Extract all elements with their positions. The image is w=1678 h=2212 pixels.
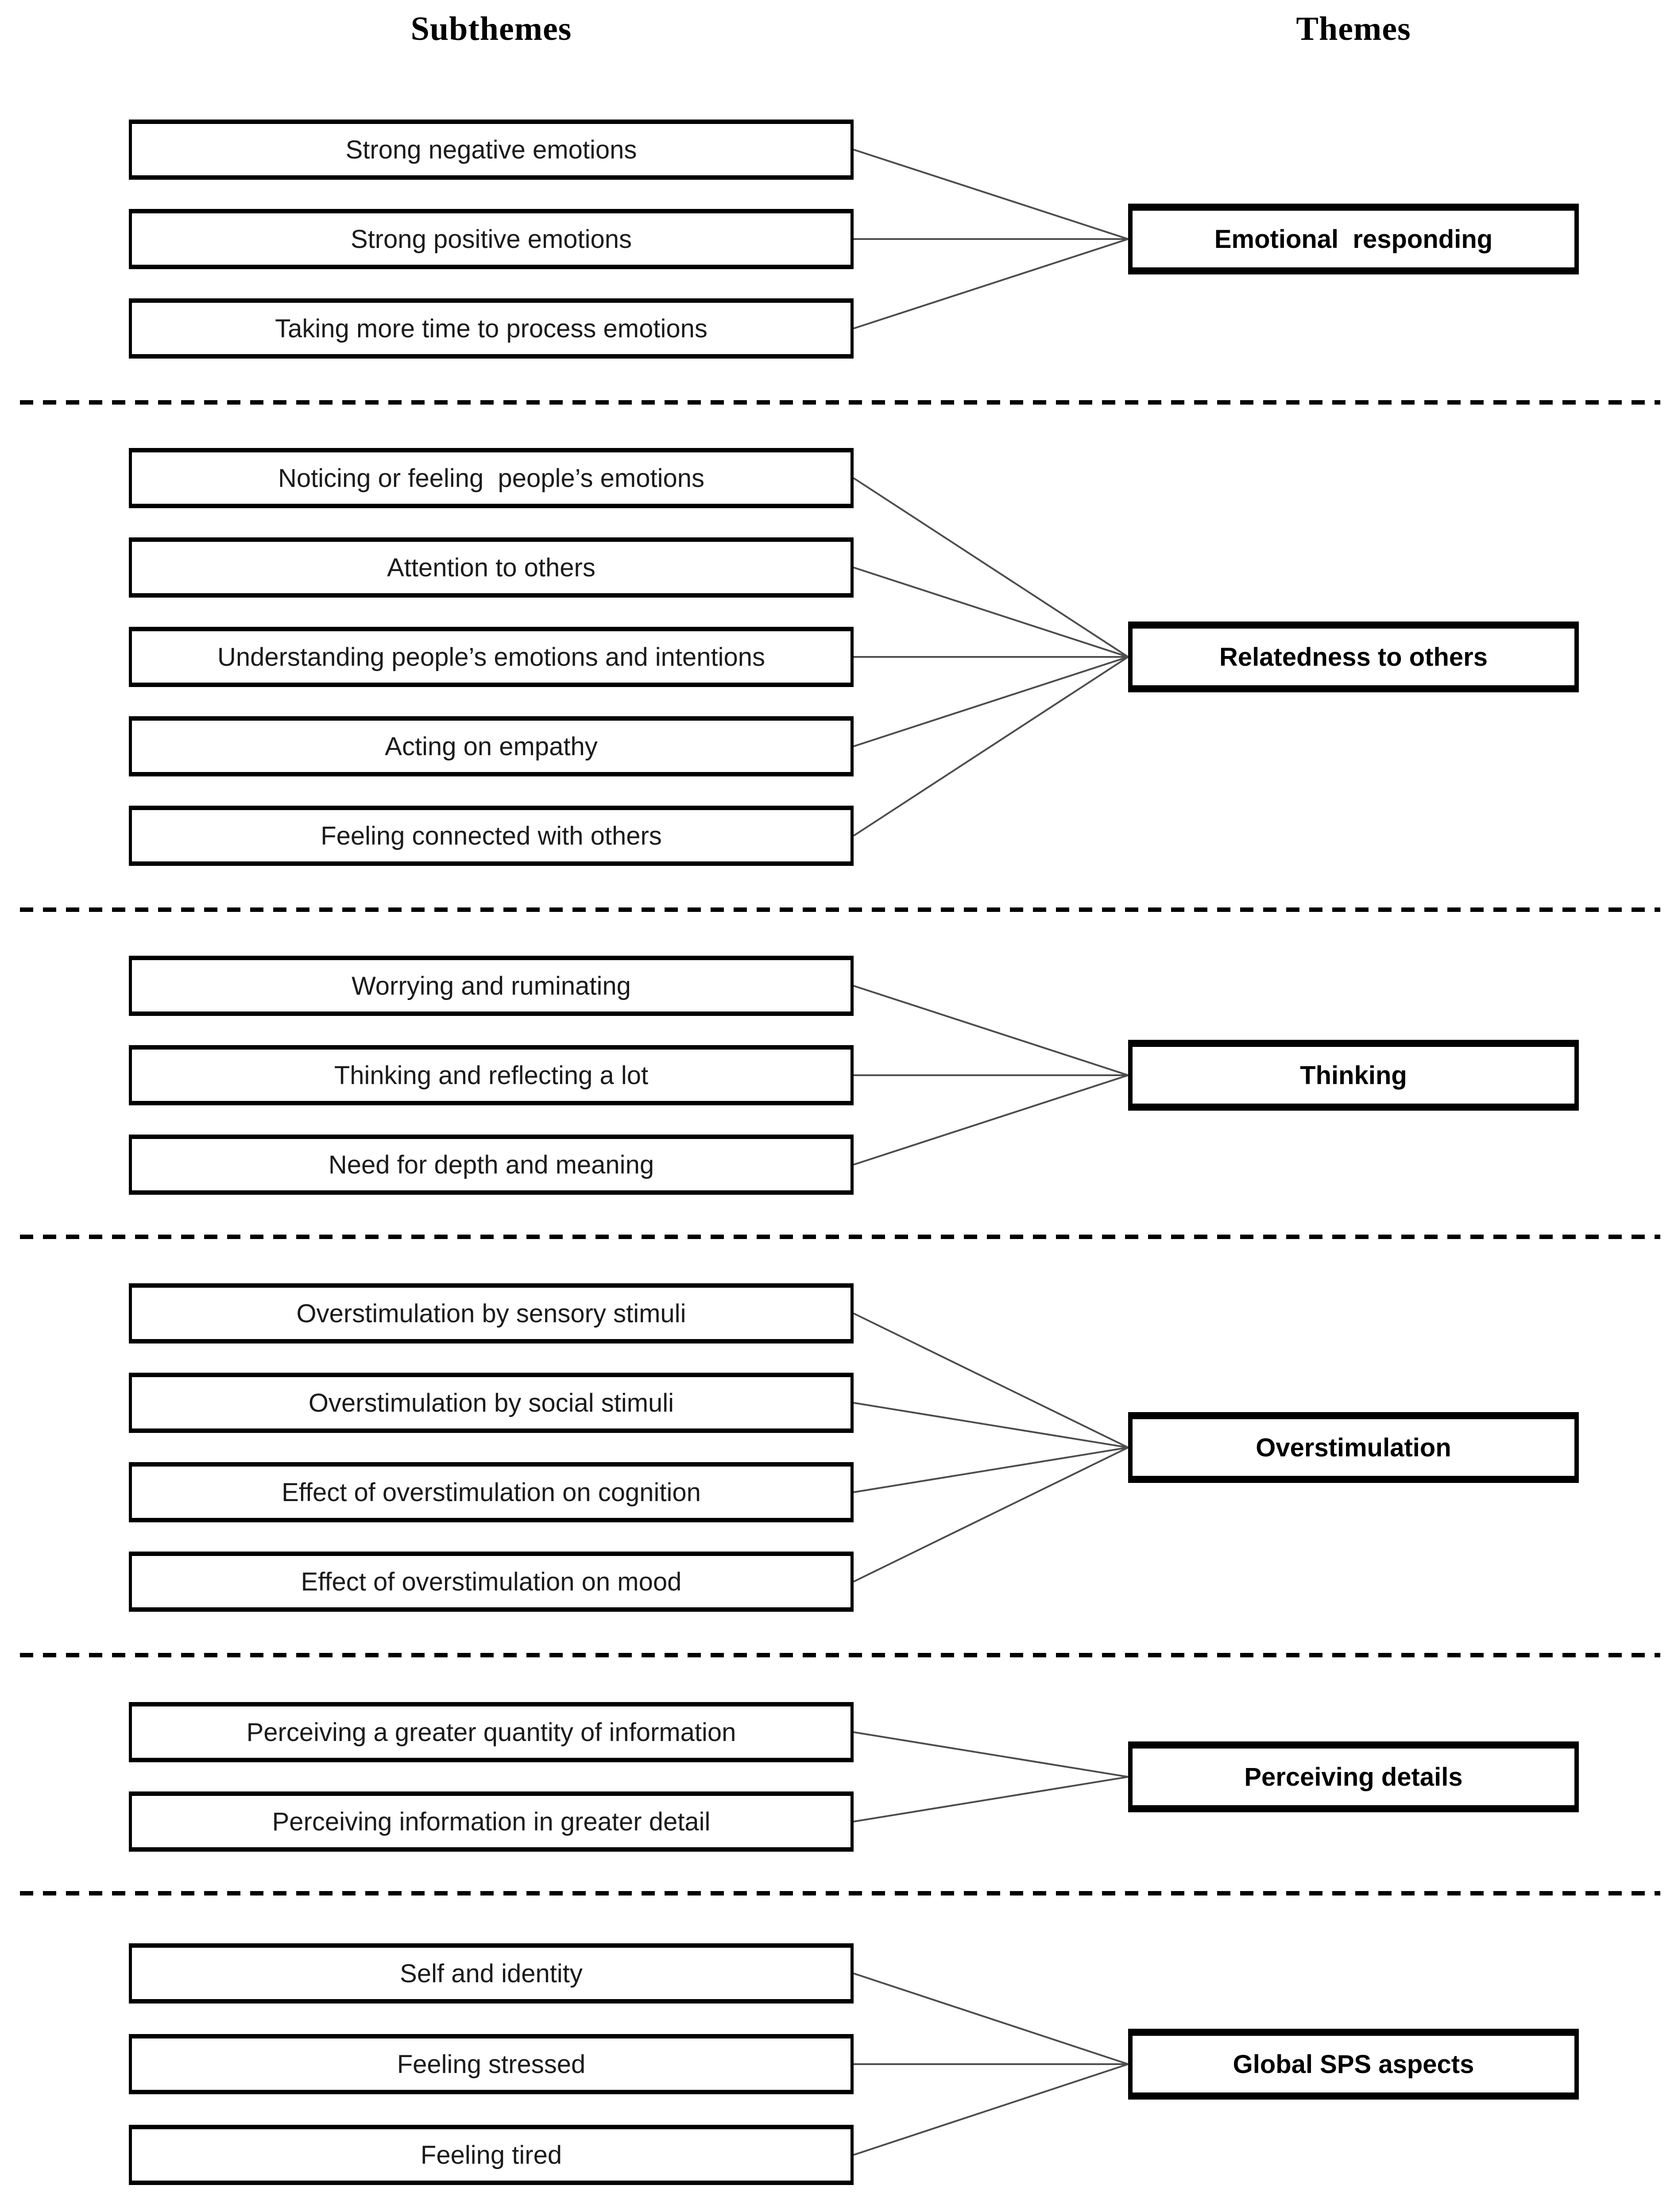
connector-line (853, 656, 1129, 837)
subtheme-box: Strong positive emotions (129, 209, 854, 269)
connector-line (853, 1447, 1129, 1583)
connector-line (853, 1973, 1129, 2065)
connector-line (853, 1731, 1129, 1778)
theme-box: Emotional responding (1128, 204, 1579, 274)
subthemes-column-header: Subthemes (410, 10, 572, 47)
subtheme-box: Overstimulation by social stimuli (129, 1373, 854, 1433)
subtheme-box: Taking more time to process emotions (129, 298, 854, 359)
subtheme-box: Understanding people’s emotions and inte… (129, 627, 854, 687)
subtheme-box: Worrying and ruminating (129, 956, 854, 1016)
section-divider (20, 400, 1660, 405)
subtheme-box: Self and identity (129, 1943, 854, 2004)
subtheme-box: Strong negative emotions (129, 120, 854, 180)
subtheme-box: Attention to others (129, 537, 854, 598)
subtheme-box: Thinking and reflecting a lot (129, 1045, 854, 1105)
section-divider (20, 1235, 1660, 1239)
subtheme-box: Effect of overstimulation on cognition (129, 1462, 854, 1522)
subtheme-box: Perceiving a greater quantity of informa… (129, 1702, 854, 1762)
connector-line (853, 1447, 1129, 1493)
subtheme-box: Feeling connected with others (129, 806, 854, 866)
theme-box: Thinking (1128, 1040, 1579, 1111)
subtheme-box: Acting on empathy (129, 716, 854, 776)
section-divider (20, 1653, 1660, 1657)
connector-line (853, 1074, 1129, 1166)
connector-line (853, 1402, 1129, 1448)
connector-line (853, 1776, 1129, 1822)
theme-box: Overstimulation (1128, 1412, 1579, 1483)
themes-column-header: Themes (1296, 10, 1411, 47)
theme-box: Perceiving details (1128, 1741, 1579, 1812)
connector-line (853, 2063, 1129, 2156)
connector-line (853, 656, 1129, 747)
subtheme-box: Need for depth and meaning (129, 1135, 854, 1195)
connector-line (853, 477, 1129, 658)
connector-line (853, 149, 1129, 240)
subtheme-box: Effect of overstimulation on mood (129, 1552, 854, 1612)
connector-line (853, 238, 1129, 329)
theme-box: Global SPS aspects (1128, 2029, 1579, 2100)
section-divider (20, 907, 1660, 912)
section-divider (20, 1891, 1660, 1895)
connector-line (853, 1313, 1129, 1448)
subtheme-box: Feeling stressed (129, 2034, 854, 2094)
subtheme-box: Perceiving information in greater detail (129, 1791, 854, 1852)
subtheme-box: Feeling tired (129, 2125, 854, 2185)
theme-box: Relatedness to others (1128, 622, 1579, 692)
subtheme-box: Noticing or feeling people’s emotions (129, 448, 854, 508)
subtheme-box: Overstimulation by sensory stimuli (129, 1283, 854, 1343)
connector-line (853, 567, 1129, 658)
connector-line (853, 985, 1129, 1076)
